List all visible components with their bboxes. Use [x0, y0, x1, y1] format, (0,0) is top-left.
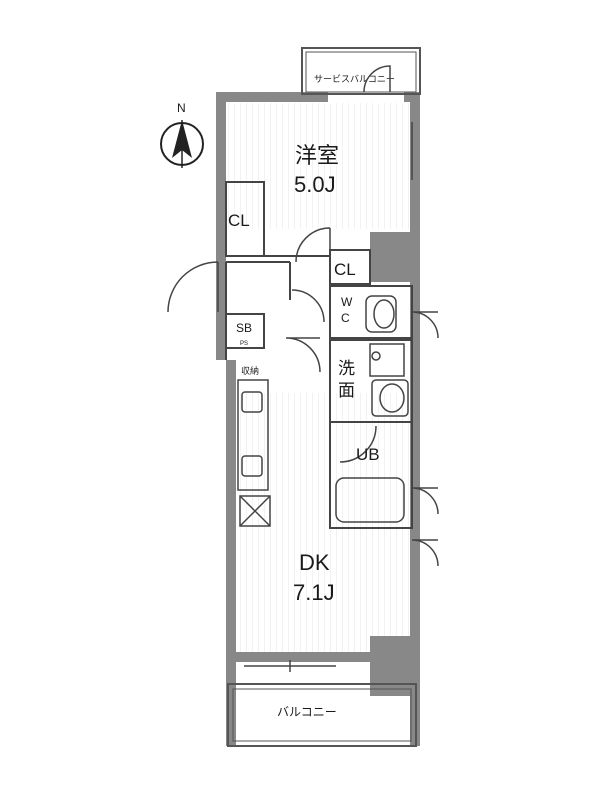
- pipe-space-label: PS: [240, 341, 248, 347]
- closet-right-label: CL: [334, 260, 356, 279]
- western-room-size: 5.0J: [294, 172, 336, 197]
- washroom-label-2: 面: [338, 381, 355, 400]
- wc-label-c: C: [341, 311, 350, 325]
- compass-icon: [160, 120, 204, 168]
- dk-size: 7.1J: [293, 580, 335, 605]
- balcony: [227, 683, 417, 747]
- shoe-box-label: SB: [236, 321, 252, 335]
- compass-label: N: [177, 101, 186, 115]
- door-swings: [167, 65, 439, 567]
- storage-label: 収納: [241, 365, 259, 376]
- western-room-floor: [226, 103, 410, 229]
- service-balcony: [301, 47, 421, 95]
- closet-left-label: CL: [228, 211, 250, 230]
- fixtures: [237, 122, 413, 672]
- outer-walls: [216, 92, 420, 746]
- unit-bath-label: UB: [356, 445, 380, 464]
- dk-floor: [236, 393, 412, 653]
- service-balcony-label: サービスバルコニー: [314, 74, 395, 84]
- wc-label-w: W: [341, 295, 353, 309]
- washroom-label-1: 洗: [338, 359, 355, 378]
- dk-name: DK: [299, 550, 330, 575]
- western-room-name: 洋室: [295, 143, 339, 168]
- balcony-label: バルコニー: [277, 705, 337, 719]
